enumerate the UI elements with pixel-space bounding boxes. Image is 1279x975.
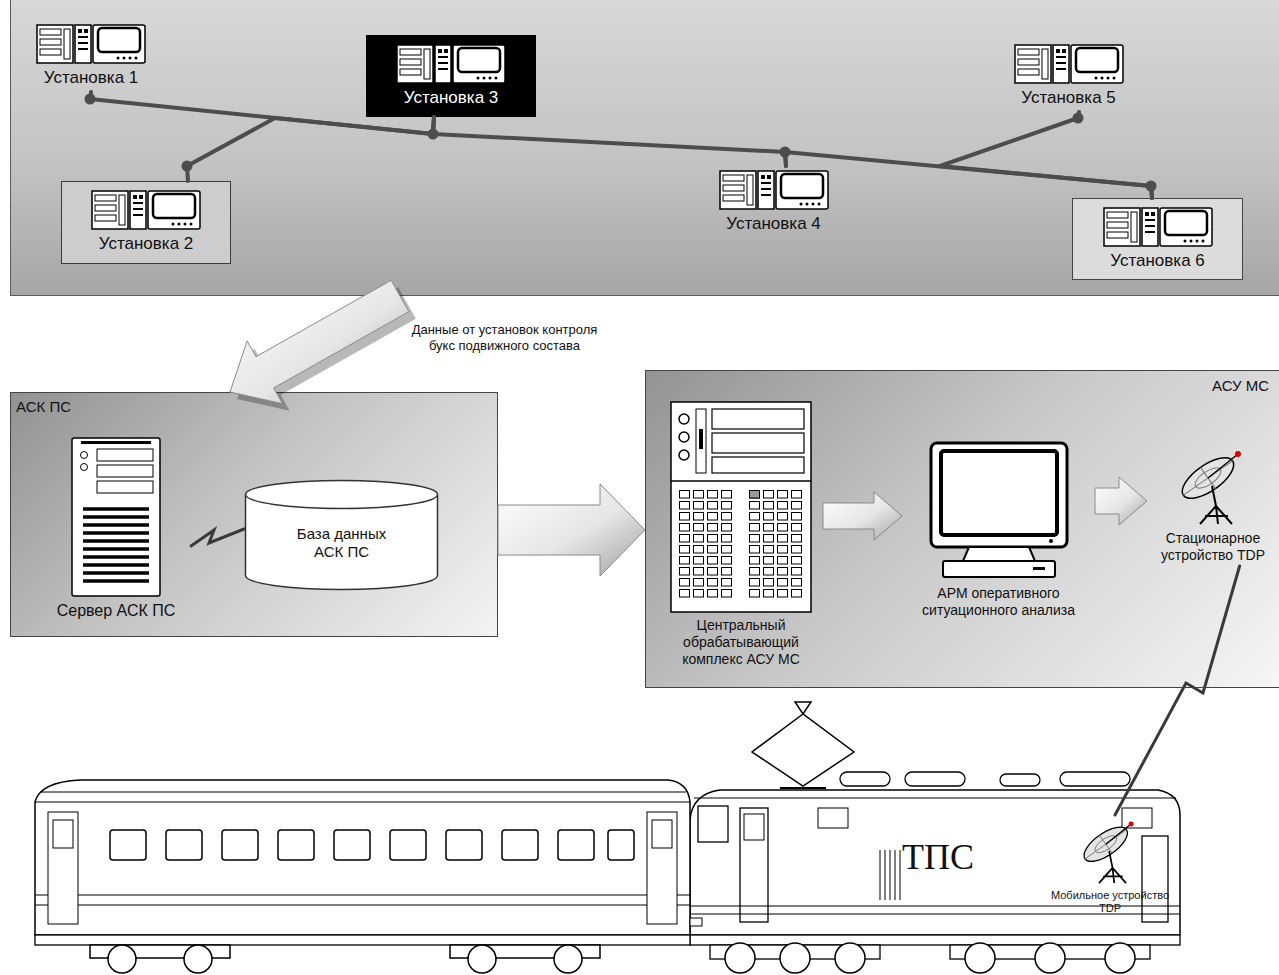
device-icon bbox=[36, 24, 146, 64]
panel-title: АСУ МС bbox=[1212, 377, 1269, 395]
node-label: Сервер АСК ПС bbox=[57, 601, 176, 620]
device-icon bbox=[929, 441, 1069, 581]
installation-box: Установка 2 bbox=[61, 181, 231, 264]
cylinder-top bbox=[246, 481, 438, 509]
node-label: Стационарное устройство TDP bbox=[1147, 530, 1279, 564]
junction-dot bbox=[780, 147, 791, 158]
device-drawing bbox=[397, 45, 505, 83]
coach-frame bbox=[35, 935, 690, 945]
node-label: Мобильное устройство TDP bbox=[1046, 889, 1174, 915]
mainframe-box: Центральный обрабатывающий комплекс АСУ … bbox=[659, 399, 823, 675]
installation-box: Установка 4 bbox=[706, 166, 841, 238]
arrow-shadows bbox=[237, 287, 416, 410]
panel-title: АСК ПС bbox=[16, 398, 71, 416]
device-drawing bbox=[72, 438, 160, 596]
coach-illustration bbox=[35, 780, 702, 973]
block-arrow bbox=[823, 492, 902, 540]
coach-lines bbox=[35, 792, 690, 905]
coach-door-window bbox=[53, 820, 73, 848]
coach-windows bbox=[110, 830, 634, 860]
connectors bbox=[90, 92, 1240, 815]
device-drawing bbox=[1104, 208, 1212, 246]
installation-box: Установка 1 bbox=[29, 20, 153, 92]
device-icon bbox=[719, 170, 829, 210]
dish-box: Стационарное устройство TDP bbox=[1147, 444, 1279, 566]
coach-door bbox=[647, 812, 677, 924]
network-line bbox=[90, 92, 434, 134]
junction-dot bbox=[182, 161, 193, 172]
device-drawing bbox=[92, 191, 200, 229]
device-icon bbox=[71, 437, 161, 597]
node-label: Установка 2 bbox=[99, 234, 194, 254]
coach-door bbox=[48, 812, 78, 924]
network-line bbox=[433, 117, 786, 166]
device-drawing bbox=[1015, 45, 1123, 83]
arrow-shadow bbox=[237, 287, 416, 410]
node-label: Установка 4 bbox=[726, 214, 821, 234]
system-panel: АСУ МС Центральный обрабатывающий комплек… bbox=[645, 370, 1279, 688]
device-drawing bbox=[1176, 450, 1241, 524]
workstation-box: АРМ оперативного ситуационного анализа bbox=[902, 439, 1095, 625]
node-label: Установка 1 bbox=[44, 68, 139, 88]
device-icon bbox=[91, 190, 201, 230]
locomotive-illustration bbox=[680, 700, 1270, 975]
device-icon bbox=[670, 401, 812, 613]
junction-dot bbox=[85, 94, 96, 105]
radio-link bbox=[1115, 566, 1240, 815]
network-line bbox=[785, 152, 1152, 198]
device-drawing bbox=[671, 402, 811, 612]
coach-bogies bbox=[90, 945, 600, 973]
network-line bbox=[187, 117, 434, 181]
block-arrow bbox=[230, 280, 409, 403]
radio-link bbox=[191, 529, 244, 546]
installation-box: Установка 6 bbox=[1072, 198, 1243, 280]
junction-dot bbox=[1073, 113, 1084, 124]
coupling bbox=[690, 918, 702, 926]
device-icon bbox=[1103, 207, 1213, 247]
junction-dot bbox=[428, 129, 439, 140]
locomotive: ТПС Мобильное устройство TDP bbox=[680, 700, 1270, 975]
node-label: База данных АСК ПС bbox=[282, 525, 402, 561]
device-icon bbox=[396, 44, 506, 84]
device-drawing bbox=[720, 171, 828, 209]
block-arrow bbox=[498, 484, 645, 576]
device-drawing bbox=[1079, 821, 1134, 883]
installation-box: Установка 5 bbox=[1001, 40, 1136, 112]
node-label: Центральный обрабатывающий комплекс АСУ … bbox=[659, 617, 823, 667]
system-panel: АСК ПС Сервер АСК ПС База данных АСК ПС bbox=[10, 392, 498, 637]
dish-box: Мобильное устройство TDP bbox=[1040, 815, 1180, 930]
device-icon bbox=[1168, 446, 1258, 526]
network-line bbox=[940, 112, 1152, 198]
node-label: АРМ оперативного ситуационного анализа bbox=[902, 585, 1095, 619]
device-icon bbox=[1014, 44, 1124, 84]
coach-body bbox=[35, 780, 690, 935]
device-drawing bbox=[931, 443, 1067, 577]
network-dots bbox=[85, 94, 1157, 192]
device-icon bbox=[1072, 817, 1148, 885]
installations-band: Установка 1 Установка 2 Установка 3 Установ… bbox=[10, 0, 1279, 296]
panel-title: ТПС bbox=[902, 836, 974, 879]
database-cylinder: База данных АСК ПС bbox=[244, 479, 439, 591]
coach-door-window bbox=[652, 820, 672, 848]
block-arrow bbox=[1095, 477, 1147, 525]
locomotive-drawing bbox=[680, 702, 1180, 973]
device-drawing bbox=[37, 25, 145, 63]
junction-dot bbox=[1146, 181, 1157, 192]
node-label: Установка 3 bbox=[404, 88, 499, 108]
server-box: Сервер АСК ПС bbox=[41, 433, 191, 633]
node-label: Установка 6 bbox=[1110, 251, 1205, 271]
node-label: Установка 5 bbox=[1021, 88, 1116, 108]
edge-label: Данные от установок контроля букс подвиж… bbox=[407, 322, 602, 353]
installation-box: Установка 3 bbox=[366, 35, 536, 117]
